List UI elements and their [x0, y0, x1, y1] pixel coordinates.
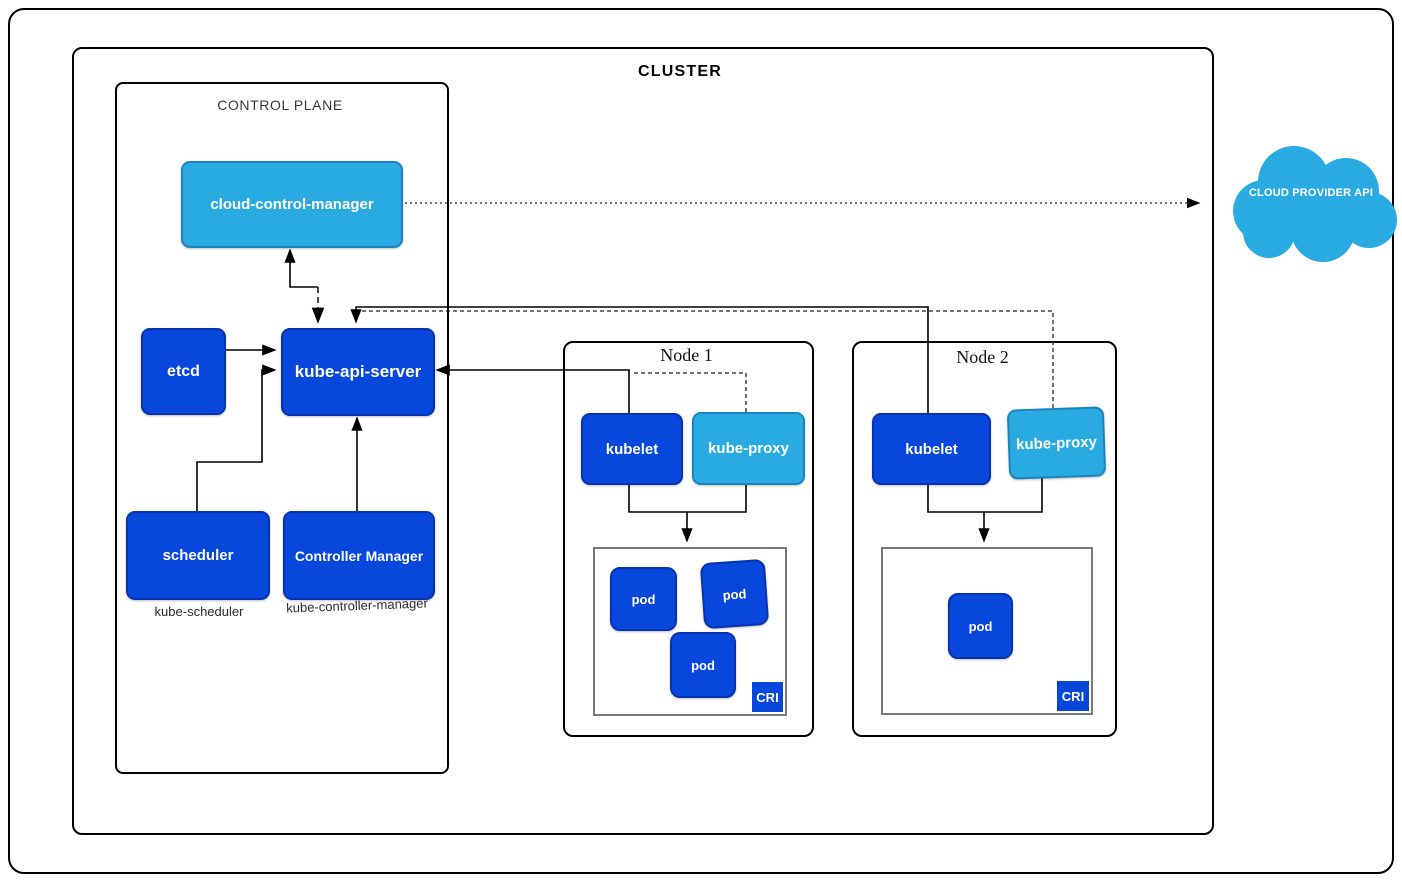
cloud-provider-api-cloud: CLOUD PROVIDER API [1225, 140, 1397, 265]
controller-manager-box: Controller Manager [283, 511, 435, 600]
node-2-cri-badge: CRI [1057, 681, 1089, 711]
cloud-control-manager-box: cloud-control-manager [181, 161, 403, 248]
control-plane-box [115, 82, 449, 774]
cloud-provider-api-label: CLOUD PROVIDER API [1248, 187, 1374, 199]
node-1-kubelet-box: kubelet [581, 413, 683, 485]
cluster-title: CLUSTER [638, 63, 722, 80]
node-2-pods-container [881, 547, 1093, 715]
node-1-pods-container [593, 547, 787, 716]
node-1-pod-box: pod [610, 567, 677, 631]
cluster-box [72, 47, 1214, 835]
control-plane-label: CONTROL PLANE [217, 97, 343, 113]
kube-api-server-box: kube-api-server [281, 328, 435, 416]
node-1-cri-badge: CRI [752, 682, 783, 712]
scheduler-box: scheduler [126, 511, 270, 600]
node-2-kubelet-box: kubelet [872, 413, 991, 485]
node-2-kube-proxy-box: kube-proxy [1006, 406, 1107, 480]
etcd-box: etcd [141, 328, 226, 415]
node-1-kube-proxy-box: kube-proxy [692, 412, 805, 485]
scheduler-caption: kube-scheduler [154, 604, 244, 619]
node-1-title: Node 1 [660, 345, 713, 365]
cloud-blob [1255, 174, 1367, 236]
node-2-title: Node 2 [956, 347, 1009, 367]
node-2-pod-box: pod [948, 593, 1013, 659]
node-1-pod-box: pod [670, 632, 736, 698]
node-1-pod-box: pod [699, 558, 770, 630]
